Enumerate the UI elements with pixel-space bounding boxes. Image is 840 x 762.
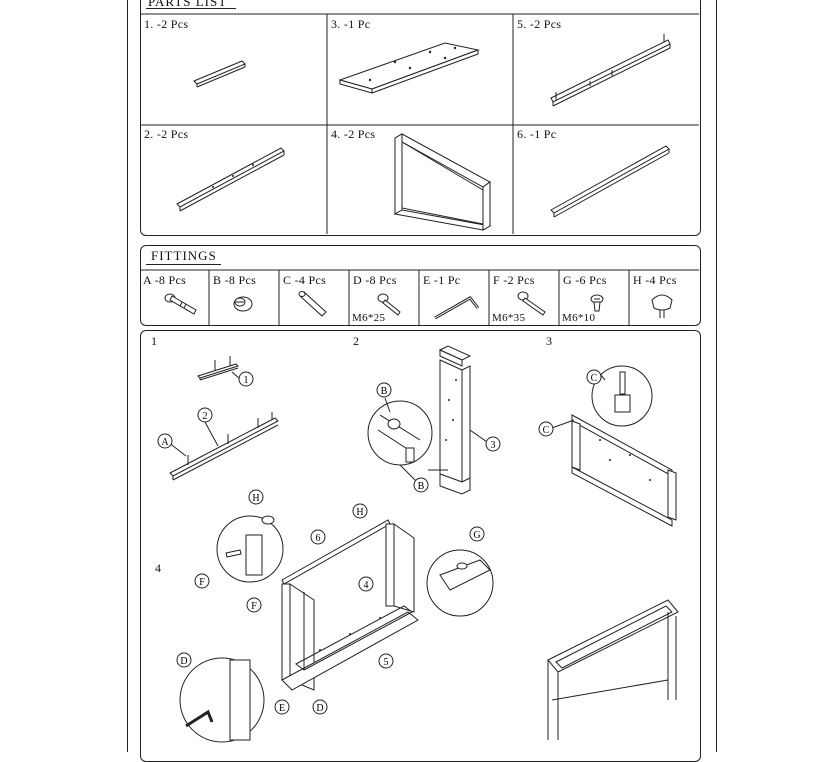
fitting-a-label: A -8 Pcs (143, 273, 187, 287)
callout-fitting-h-left: H (248, 489, 264, 505)
callout-fitting-h-top: H (352, 503, 368, 519)
callout-part-4: 4 (358, 576, 374, 592)
fitting-h-label: H -4 Pcs (633, 273, 677, 287)
instruction-sheet (127, 0, 717, 752)
svg-text:H: H (252, 493, 259, 504)
callout-part-2: 2 (197, 407, 213, 423)
svg-text:E: E (279, 703, 285, 714)
svg-text:F: F (199, 577, 205, 588)
fitting-f-label: F -2 Pcs (493, 273, 535, 287)
part-5-label: 5. -2 Pcs (517, 17, 562, 31)
fitting-e-label: E -1 Pc (423, 273, 461, 287)
parts-list-panel (140, 0, 701, 236)
part-5-drawing (550, 34, 671, 107)
svg-text:A: A (161, 437, 169, 448)
step-1-drawing (167, 356, 279, 481)
callout-fitting-b-top: B (376, 382, 392, 398)
fitting-f-size: M6*35 (492, 312, 526, 324)
parts-list-title: PARTS LIST (148, 0, 228, 9)
callout-fitting-e: E (274, 699, 290, 715)
svg-text:D: D (316, 703, 323, 714)
fittings-panel (140, 245, 701, 326)
part-6-label: 6. -1 Pc (517, 127, 557, 141)
parts-list-title-underline (146, 8, 236, 9)
svg-text:D: D (180, 656, 187, 667)
svg-text:5: 5 (384, 657, 389, 668)
callout-fitting-a: A (157, 433, 173, 449)
svg-text:H: H (356, 507, 363, 518)
svg-text:F: F (251, 601, 257, 612)
callout-fitting-f-lower: F (246, 597, 262, 613)
svg-text:B: B (381, 386, 388, 397)
callout-part-6: 6 (310, 529, 326, 545)
screw-f-icon (517, 291, 546, 316)
callout-part-1: 1 (238, 371, 254, 387)
part-2-drawing (176, 147, 285, 212)
screw-g-icon (590, 294, 604, 312)
step-2-label: 2 (353, 334, 360, 348)
fittings-title-underline (146, 264, 221, 265)
callout-fitting-f-upper: F (194, 573, 210, 589)
fittings-grid (140, 269, 699, 325)
fitting-c-label: C -4 Pcs (283, 273, 327, 287)
fittings-title: FITTINGS (151, 248, 217, 263)
callout-fitting-c-top: C (586, 369, 602, 385)
step-1-label: 1 (151, 334, 158, 348)
fitting-b-label: B -8 Pcs (213, 273, 257, 287)
callout-fitting-d-lower: D (312, 699, 328, 715)
parts-grid (140, 13, 699, 234)
part-1-label: 1. -2 Pcs (144, 17, 189, 31)
wooden-dowel-icon (298, 291, 327, 317)
part-4-label: 4. -2 Pcs (331, 127, 376, 141)
allen-key-icon (434, 296, 480, 320)
part-4-drawing (393, 133, 492, 231)
svg-text:B: B (418, 481, 425, 492)
fitting-g-size: M6*10 (562, 312, 596, 324)
svg-text:3: 3 (491, 440, 496, 451)
step-4-drawing (179, 515, 679, 743)
svg-text:G: G (473, 530, 480, 541)
svg-text:C: C (591, 373, 598, 384)
screw-d-icon (377, 293, 401, 316)
callout-fitting-d-upper: D (176, 652, 192, 668)
callout-fitting-b-bottom: B (413, 477, 429, 493)
step-4-label: 4 (155, 561, 162, 575)
svg-text:6: 6 (316, 533, 321, 544)
fitting-g-label: G -6 Pcs (563, 273, 607, 287)
part-1-drawing (193, 60, 246, 88)
svg-text:4: 4 (364, 580, 369, 591)
part-6-drawing (550, 145, 670, 218)
cam-bolt-icon (164, 293, 197, 315)
callout-fitting-g: G (469, 526, 485, 542)
callout-part-5: 5 (378, 653, 394, 669)
step-3-drawing (551, 365, 677, 527)
part-2-label: 2. -2 Pcs (144, 127, 189, 141)
fitting-d-label: D -8 Pcs (353, 273, 397, 287)
step-2-drawing (367, 345, 488, 495)
svg-text:C: C (543, 425, 550, 436)
callout-part-3: 3 (485, 436, 501, 452)
step-3-label: 3 (546, 334, 553, 348)
part-3-label: 3. -1 Pc (331, 17, 371, 31)
leveler-foot-icon (651, 294, 673, 318)
fitting-d-size: M6*25 (352, 312, 386, 324)
svg-text:2: 2 (203, 411, 208, 422)
svg-text:1: 1 (244, 375, 249, 386)
callout-fitting-c-side: C (538, 421, 554, 437)
cam-lock-icon (233, 296, 253, 312)
part-3-drawing (338, 42, 480, 94)
